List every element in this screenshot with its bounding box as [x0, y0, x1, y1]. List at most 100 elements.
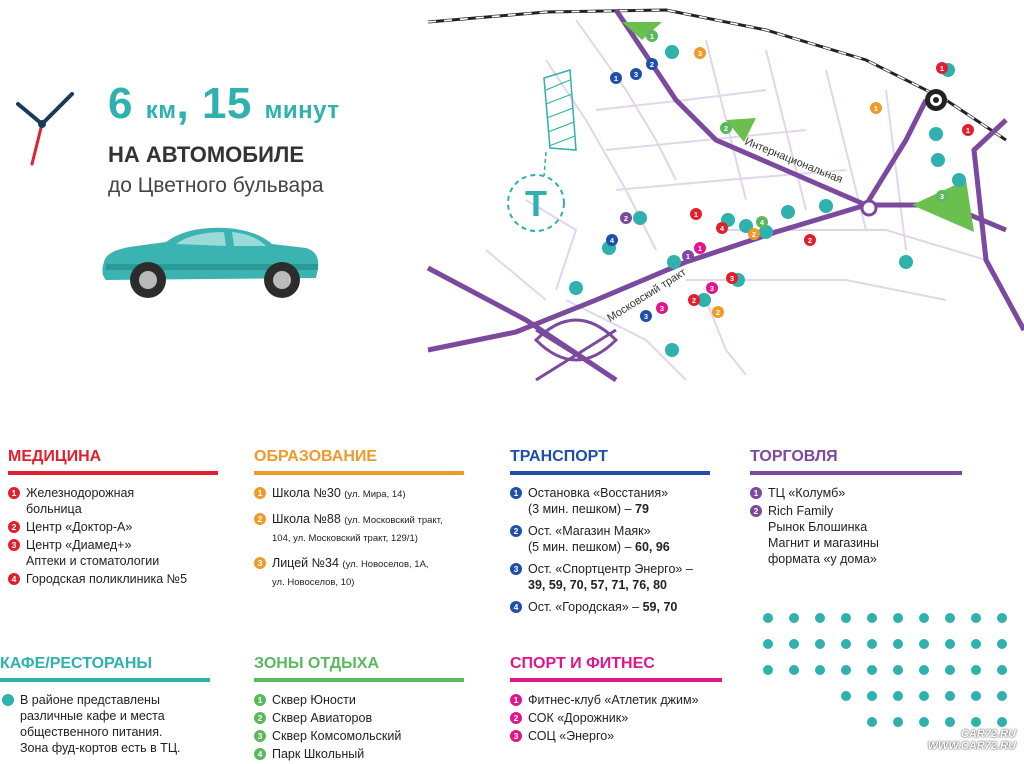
transport-stop-name: Ост. «Спортцентр Энерго» – [528, 562, 693, 576]
medicine-item-text: Железнодорожная больница [26, 486, 135, 516]
medicine-item-text: Центр «Диамед+» Аптеки и стоматологии [26, 538, 160, 568]
decorative-dot [841, 613, 851, 623]
list-item: 2 Ост. «Магазин Маяк» (5 мин. пешком) – … [510, 523, 710, 555]
medicine-title: МЕДИЦИНА [8, 448, 102, 465]
transport-routes: 60, 96 [635, 540, 670, 554]
station-marker [925, 89, 947, 111]
transport-title: ТРАНСПОРТ [510, 448, 608, 465]
transport-routes: 59, 70 [642, 600, 678, 614]
svg-text:1: 1 [686, 252, 690, 261]
transport-stop-name: Ост. «Магазин Маяк» [528, 524, 651, 538]
decorative-dot [997, 665, 1007, 675]
decorative-dot [971, 665, 981, 675]
leisure-number-badge: 1 [254, 694, 266, 706]
medicine-item-text: Городская поликлиника №5 [26, 572, 188, 586]
education-number-badge: 1 [254, 487, 266, 499]
list-item: 1 Школа №30 (ул. Мира, 14) [254, 485, 464, 503]
leisure-item-text: Сквер Комсомольский [272, 729, 402, 743]
list-item: 4 Городская поликлиника №5 [8, 571, 218, 587]
railway [427, 8, 1007, 142]
logo-letter: T [525, 183, 547, 224]
list-item: 1 Остановка «Восстания» (3 мин. пешком) … [510, 485, 710, 517]
decorative-dot [893, 665, 903, 675]
clock-icon [16, 92, 74, 166]
leisure-bar [254, 678, 464, 682]
svg-text:2: 2 [624, 214, 628, 223]
transport-number-badge: 1 [510, 487, 522, 499]
leisure-item-text: Сквер Юности [272, 693, 356, 707]
medicine-item-text: Центр «Доктор-А» [26, 520, 133, 534]
svg-text:3: 3 [660, 304, 664, 313]
leisure-number-badge: 2 [254, 712, 266, 724]
transport-walk-time: (3 мин. пешком) – [528, 502, 632, 516]
destination: до Цветного бульвара [108, 174, 324, 197]
leisure-number-badge: 3 [254, 730, 266, 742]
cafe-title: КАФЕ/РЕСТОРАНЫ [0, 655, 153, 672]
roundabout [860, 199, 878, 217]
education-item-text: Школа №30 [272, 486, 341, 500]
decorative-dot [789, 613, 799, 623]
trade-number-badge: 2 [750, 505, 762, 517]
distance-unit: км [145, 97, 177, 124]
svg-text:4: 4 [610, 236, 615, 245]
decorative-dot [841, 639, 851, 649]
medicine-number-badge: 4 [8, 573, 20, 585]
car-illustration [102, 227, 319, 298]
decorative-dot [867, 717, 877, 727]
svg-text:1: 1 [650, 32, 654, 41]
decorative-dot [997, 717, 1007, 727]
decorative-dot [893, 691, 903, 701]
decorative-dot [789, 665, 799, 675]
decorative-dot [867, 613, 877, 623]
sport-number-badge: 3 [510, 730, 522, 742]
education-item-text: Лицей №34 [272, 556, 339, 570]
district-map: T Интернациональная Московский тракт 1 2… [426, 8, 1024, 383]
leisure-item-text: Сквер Авиаторов [272, 711, 373, 725]
svg-text:3: 3 [730, 274, 734, 283]
medicine-bar [8, 471, 218, 475]
decorative-dot [997, 639, 1007, 649]
watermark-line2: WWW.CAR72.RU [927, 740, 1016, 752]
time-unit: минут [264, 97, 340, 124]
trade-title: ТОРГОВЛЯ [750, 448, 838, 465]
transport-routes: 79 [635, 502, 649, 516]
complex-logo: T [507, 151, 565, 232]
education-bar [254, 471, 464, 475]
sport-number-badge: 2 [510, 712, 522, 724]
decorative-dot [971, 639, 981, 649]
hatched-area [543, 69, 577, 151]
svg-text:4: 4 [720, 224, 725, 233]
list-item: В районе представлены различные кафе и м… [2, 692, 210, 756]
trade-item-text: ТЦ «Колумб» [768, 486, 846, 500]
interchange [533, 318, 619, 382]
distance-value: 6 [108, 79, 133, 128]
decorative-dot [997, 613, 1007, 623]
transport-routes: 39, 59, 70, 57, 71, 76, 80 [528, 578, 668, 592]
category-transport: ТРАНСПОРТ 1 Остановка «Восстания» (3 мин… [510, 448, 710, 621]
transport-number-badge: 2 [510, 525, 522, 537]
cafe-markers [569, 45, 966, 357]
svg-text:1: 1 [694, 210, 698, 219]
svg-text:4: 4 [760, 218, 765, 227]
decorative-dot [763, 639, 773, 649]
decorative-dot [971, 613, 981, 623]
education-number-badge: 2 [254, 513, 266, 525]
decorative-dot [971, 717, 981, 727]
education-item-note: (ул. Мира, 14) [344, 489, 406, 500]
svg-text:2: 2 [752, 230, 756, 239]
education-title: ОБРАЗОВАНИЕ [254, 448, 378, 465]
numbered-markers: 1 2 3 1 3 2 1 1 1 3 1 4 4 2 2 2 4 1 1 3 … [606, 30, 974, 322]
decorative-dot [815, 665, 825, 675]
decorative-dot [841, 691, 851, 701]
transport-number-badge: 4 [510, 601, 522, 613]
decorative-dot [919, 691, 929, 701]
category-cafe: КАФЕ/РЕСТОРАНЫ В районе представлены раз… [0, 655, 210, 758]
watermark-line1: CAR72.RU [960, 728, 1016, 740]
svg-text:3: 3 [710, 284, 714, 293]
